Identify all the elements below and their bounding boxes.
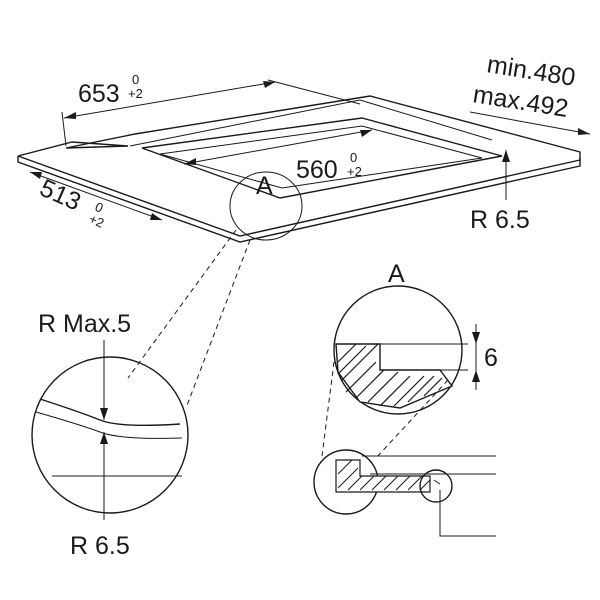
dimension-inner: 560 0 +2 — [183, 129, 373, 184]
worktop-outline — [17, 95, 581, 243]
corner-radius-callout: R 6.5 — [470, 150, 530, 234]
section-a-detail: A 6 — [321, 260, 498, 459]
dimension-depth-tol-bottom: +2 — [87, 211, 107, 231]
dimension-width: 653 0 +2 — [61, 72, 361, 147]
dimension-inner-tol-bottom: +2 — [347, 164, 362, 179]
dimension-worktop-depth: min.480 max.492 — [469, 50, 591, 135]
corner-detail-circle: R Max.5 R 6.5 — [31, 310, 189, 560]
dimension-width-value: 653 — [78, 80, 120, 108]
section-a-label: A — [388, 260, 405, 288]
radius-max-label: R Max.5 — [38, 310, 131, 338]
corner-radius-label: R 6.5 — [470, 206, 530, 234]
dimension-depth-value: 513 — [36, 174, 86, 217]
radius-bottom-label: R 6.5 — [70, 532, 130, 560]
dimension-width-tol-top: 0 — [132, 72, 139, 87]
section-small-view — [313, 449, 496, 537]
detail-marker-a-label: A — [256, 172, 273, 200]
dimension-inner-tol-top: 0 — [350, 150, 357, 165]
rebate-depth-label: 6 — [484, 344, 498, 372]
detail-marker-a: A — [127, 171, 303, 409]
dimension-inner-value: 560 — [296, 156, 338, 184]
dimension-width-tol-bottom: +2 — [128, 86, 143, 101]
